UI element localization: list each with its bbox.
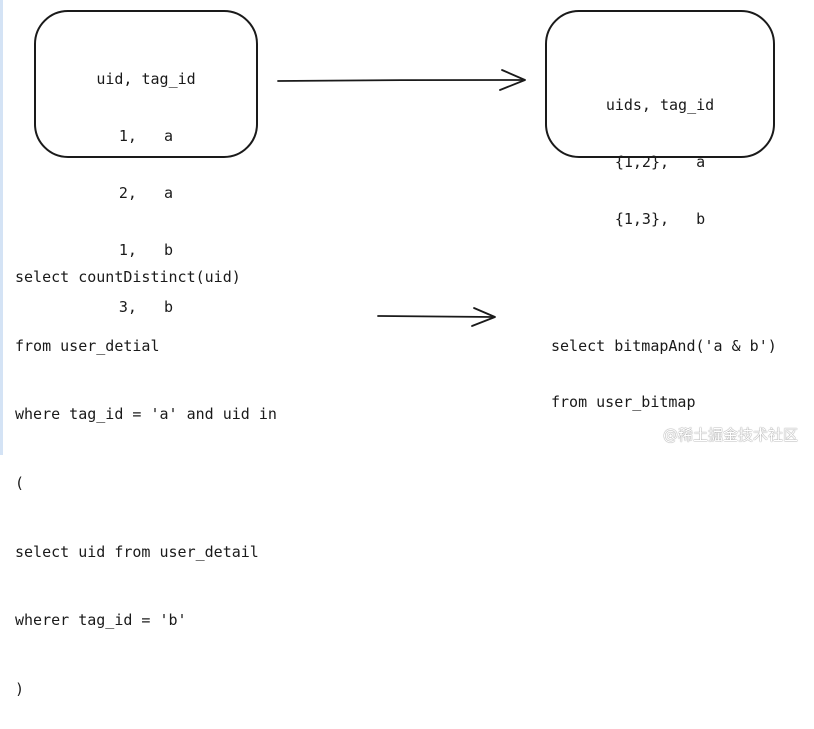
sql-line: ( <box>15 474 25 493</box>
source-table-line: 3, b <box>118 298 174 316</box>
bitmap-table-box: uids, tag_id {1,2}, a {1,3}, b <box>545 10 775 228</box>
sql-line: from user_bitmap <box>551 393 696 411</box>
top-arrow <box>277 69 526 91</box>
subquery-sql-block: select countDistinct(uid) from user_deti… <box>15 230 277 729</box>
bitmap-table-content: uids, tag_id {1,2}, a {1,3}, b <box>547 58 773 267</box>
sql-line: select countDistinct(uid) <box>15 268 241 286</box>
source-table-line: uid, tag_id <box>96 70 196 88</box>
sql-line: wherer tag_id = 'b' <box>15 611 187 630</box>
sql-line: select uid from user_detail <box>15 542 259 561</box>
source-table-line: 1, a <box>118 127 174 145</box>
top-arrow-head <box>499 69 526 91</box>
bitmap-table-line: uids, tag_id <box>605 96 715 114</box>
bitmap-table-line: {1,2}, a <box>614 153 706 171</box>
sql-line: select bitmapAnd('a & b') <box>551 337 777 355</box>
watermark-text: @稀土掘金技术社区 <box>662 426 798 444</box>
source-table-line: 1, b <box>118 241 174 259</box>
sql-line: ) <box>15 680 25 699</box>
bitmap-table-line: {1,3}, b <box>614 210 706 228</box>
top-arrow-shaft <box>277 79 525 82</box>
source-table-box: uid, tag_id 1, a 2, a 1, b 3, b <box>34 10 258 316</box>
sql-line: where tag_id = 'a' and uid in <box>15 405 277 424</box>
left-edge-strip <box>0 0 3 455</box>
bottom-arrow-shaft <box>377 315 495 318</box>
source-table-line: 2, a <box>118 184 174 202</box>
sql-line: from user_detial <box>15 336 160 355</box>
bottom-arrow <box>377 307 496 327</box>
source-table-content: uid, tag_id 1, a 2, a 1, b 3, b <box>36 32 256 355</box>
bottom-arrow-head <box>471 307 496 327</box>
bitmap-sql-block: select bitmapAnd('a & b') from user_bitm… <box>551 300 777 430</box>
